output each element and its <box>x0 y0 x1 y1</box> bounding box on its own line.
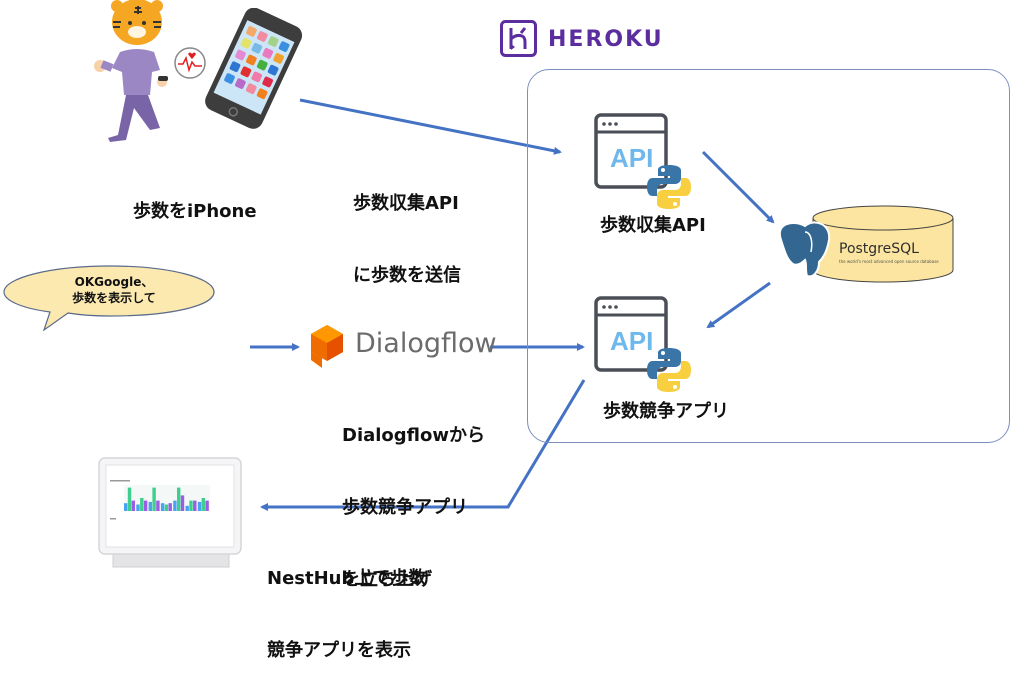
mini-chart-bar <box>143 500 148 511</box>
mini-chart-bar <box>124 503 128 511</box>
speech-line: 歩数を表示して <box>72 291 156 305</box>
label-line: 歩数競争アプリ <box>342 497 468 518</box>
mini-chart-bar <box>152 487 156 511</box>
walking-tiger-person-icon <box>94 0 168 142</box>
mini-chart-bar <box>177 487 181 511</box>
speech-bubble <box>3 265 215 332</box>
arrow-iphone-to-api <box>299 98 562 155</box>
mini-chart-bar <box>201 498 205 511</box>
nest-hub-chart-device-icon <box>98 457 242 568</box>
heroku-logo-text: HEROKU <box>548 27 664 52</box>
speech-bubble-text: OKGoogle、 歩数を表示して <box>44 274 184 306</box>
label-line: Dialogflowから <box>342 425 486 446</box>
dialogflow-logo-text: Dialogflow <box>355 328 497 359</box>
postgresql-tagline: the world's most advanced open source da… <box>839 259 939 264</box>
heart-rate-bubble-icon <box>174 47 206 79</box>
mini-chart-bar <box>127 487 132 511</box>
mini-chart-bar <box>168 503 172 511</box>
api-icon-text: API <box>610 326 653 356</box>
arrow-app-to-nesthub <box>260 379 586 511</box>
mini-chart-bar <box>193 500 197 511</box>
heroku-container <box>527 69 1010 443</box>
mini-chart-bar <box>197 501 202 511</box>
mini-chart-bar <box>160 503 165 511</box>
mini-bar-chart <box>124 487 209 511</box>
dialogflow-logo-icon <box>311 325 343 368</box>
mini-chart-bar <box>136 504 140 511</box>
mini-chart-bar <box>189 500 193 511</box>
mini-chart-bar <box>173 500 177 511</box>
mini-chart-bar <box>131 500 135 511</box>
postgresql-database-icon <box>778 205 954 283</box>
label-send-to-api: 歩数収集API に歩数を送信 <box>353 144 461 312</box>
label-line: 歩数をiPhone <box>133 201 257 222</box>
iphone-icon <box>205 8 303 129</box>
mini-chart-bar <box>180 495 185 511</box>
postgresql-logo-text: PostgreSQL <box>839 241 919 257</box>
label-line: 競争アプリを表示 <box>267 640 411 661</box>
speech-line: OKGoogle、 <box>74 275 154 289</box>
label-step-competition-app: 歩数競争アプリ <box>603 401 729 422</box>
arrow-api-to-db <box>701 150 775 224</box>
postgresql-elephant-icon <box>778 221 831 278</box>
label-line: NestHub上で歩数 <box>267 568 427 589</box>
arrow-db-to-app <box>706 281 771 329</box>
label-step-api: 歩数収集API <box>600 215 706 236</box>
arrows-layer <box>250 98 775 511</box>
python-logo-icon <box>647 165 691 209</box>
mini-chart-bar <box>140 498 144 511</box>
heroku-logo-icon <box>500 20 537 57</box>
mini-chart-bar <box>148 501 152 511</box>
label-line: に歩数を送信 <box>353 265 461 286</box>
mini-chart-bar <box>205 500 209 511</box>
label-nesthub-display: NestHub上で歩数 競争アプリを表示 <box>267 519 426 687</box>
python-logo-icon <box>647 348 691 392</box>
mini-chart-bar <box>185 505 189 511</box>
mini-chart-bar <box>156 500 160 511</box>
api-window-icon: API <box>594 113 691 209</box>
mini-chart-bar <box>164 504 169 511</box>
api-window-icon: API <box>594 296 691 392</box>
label-line: 歩数収集API <box>353 193 459 214</box>
api-icon-text: API <box>610 143 653 173</box>
